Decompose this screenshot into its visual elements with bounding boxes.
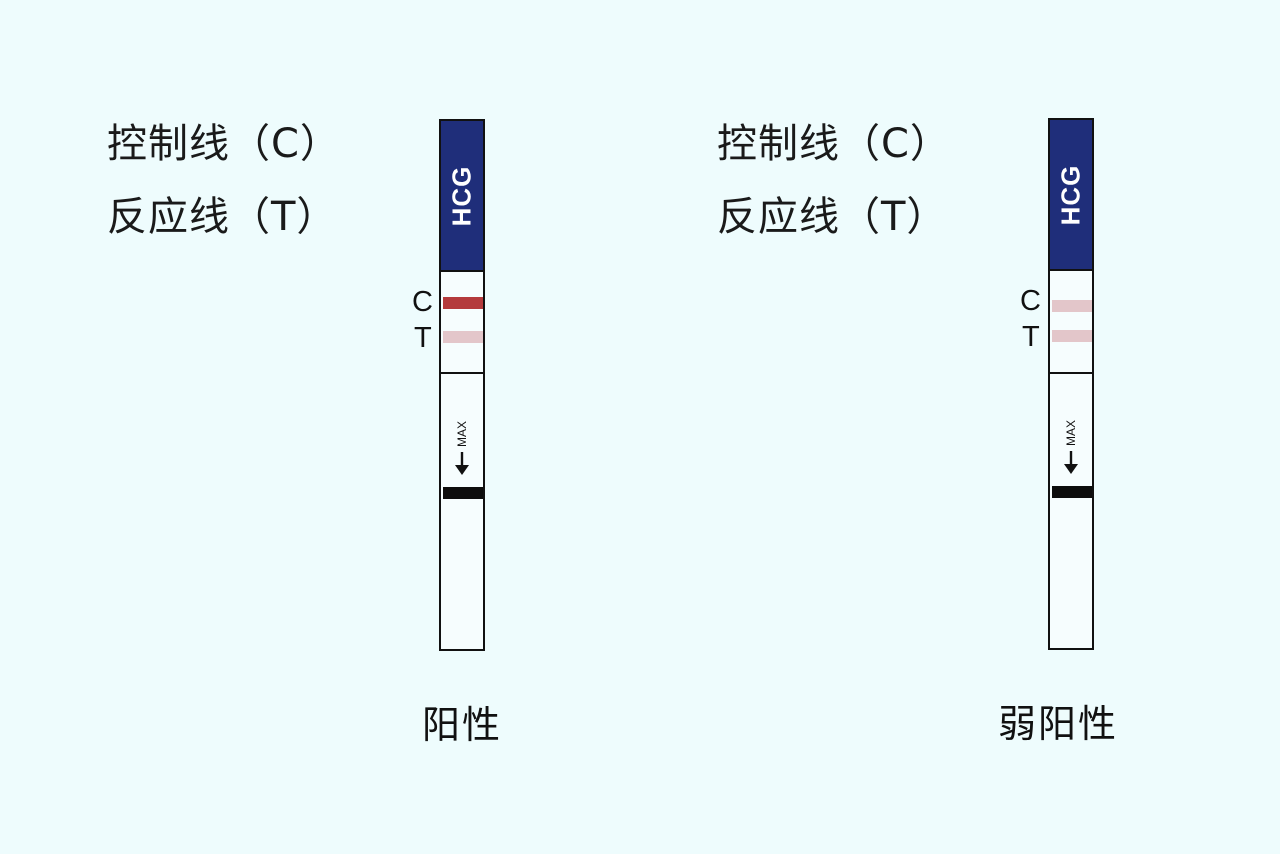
- strip-divider: [1050, 372, 1092, 374]
- c-marker-label: C: [412, 286, 433, 318]
- test-strip-positive: HCG MAX: [439, 119, 485, 651]
- down-arrow-icon: [1064, 451, 1078, 474]
- strip-cap: HCG: [1050, 120, 1092, 271]
- legend-test-line: 反应线（T）: [107, 194, 338, 240]
- brand-label: HCG: [446, 165, 477, 226]
- test-line-faint: [1052, 330, 1092, 342]
- legend-left: 控制线（C） 反应线（T）: [107, 124, 341, 237]
- max-fill-bar: [1052, 486, 1092, 498]
- control-line-strong: [443, 297, 483, 309]
- c-marker-label: C: [1020, 285, 1041, 317]
- brand-label: HCG: [1055, 164, 1086, 225]
- max-label: MAX: [1064, 419, 1078, 447]
- max-fill-bar: [443, 487, 483, 499]
- result-caption-positive: 阳性: [422, 703, 503, 747]
- test-line-faint: [443, 331, 483, 343]
- test-strip-weak-positive: HCG MAX: [1048, 118, 1094, 650]
- strip-cap: HCG: [441, 121, 483, 272]
- legend-right: 控制线（C） 反应线（T）: [717, 124, 951, 237]
- control-line-faint: [1052, 300, 1092, 312]
- strip-divider: [441, 372, 483, 374]
- max-label: MAX: [455, 420, 469, 448]
- result-caption-weak-positive: 弱阳性: [998, 702, 1119, 746]
- down-arrow-icon: [455, 452, 469, 475]
- legend-control-line: 控制线（C）: [717, 121, 951, 167]
- t-marker-label: T: [1022, 321, 1040, 353]
- t-marker-label: T: [414, 322, 432, 354]
- legend-test-line: 反应线（T）: [717, 194, 948, 240]
- legend-control-line: 控制线（C）: [107, 121, 341, 167]
